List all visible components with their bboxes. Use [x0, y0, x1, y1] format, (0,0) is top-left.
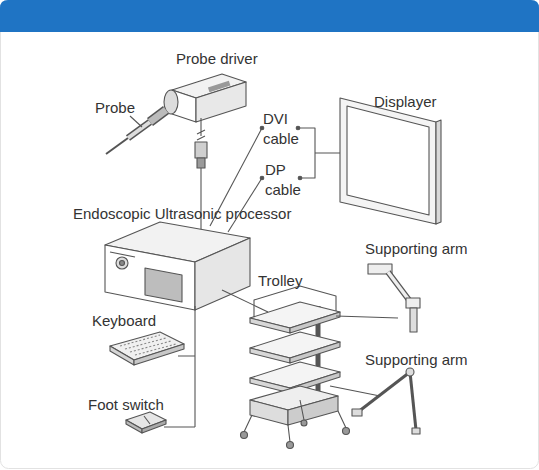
arm-rod — [358, 372, 410, 412]
part-label: Supporting arm — [365, 351, 468, 368]
wire-line — [164, 306, 195, 427]
part-label: Foot switch — [88, 396, 164, 413]
trolley-shelf — [250, 302, 340, 333]
part-label: Trolley — [258, 272, 302, 289]
cable-connector — [195, 142, 207, 158]
caster — [241, 432, 248, 439]
shelf-edge — [250, 348, 290, 363]
trolley-rail — [254, 286, 336, 317]
monitor-edge — [436, 120, 441, 224]
trolley-shelf — [250, 332, 340, 363]
shelf-edge — [250, 318, 290, 333]
part-label: Supporting arm — [365, 240, 468, 257]
processor-front — [105, 245, 195, 310]
monitor-frame — [340, 98, 436, 224]
driver-cable — [200, 168, 201, 232]
part-label: Endoscopic Ultrasonic processor — [73, 205, 291, 222]
keyboard-edge — [134, 344, 184, 365]
part-label: DP cable — [265, 160, 305, 200]
driver-badge — [208, 81, 230, 93]
trolley-drawer — [288, 396, 338, 425]
part-label: Keyboard — [92, 312, 156, 329]
part-label: Probe — [95, 99, 135, 116]
bracket-dot — [298, 176, 302, 180]
arm-rod — [410, 372, 416, 430]
processor-knob — [120, 261, 125, 266]
cable-bracket — [298, 128, 340, 178]
monitor-screen — [347, 106, 429, 215]
leader-line — [336, 316, 398, 318]
probe-hub — [150, 110, 166, 122]
arm-clamp — [410, 308, 417, 332]
shelf-edge — [290, 312, 340, 333]
caster — [343, 428, 350, 435]
foot-switch — [126, 420, 142, 433]
caster — [287, 442, 294, 449]
arm-joint — [406, 298, 420, 308]
cable-connector — [197, 158, 205, 168]
leader-line — [130, 116, 142, 127]
arm-clamp — [352, 409, 362, 416]
part-label: DVI cable — [263, 109, 303, 149]
foot-switch — [142, 420, 166, 433]
processor-screen — [145, 268, 182, 302]
shelf-edge — [290, 342, 340, 363]
probe-hub — [150, 110, 166, 122]
trolley-drawer — [250, 400, 288, 425]
foot-switch — [144, 416, 150, 424]
leader-line — [330, 386, 380, 396]
equipment-drawing — [105, 74, 441, 449]
part-label: Probe driver — [176, 50, 258, 67]
arm-clamp — [412, 428, 420, 434]
arm-joint — [406, 368, 414, 376]
driver-cable — [197, 118, 205, 140]
processor-knob — [116, 257, 128, 269]
header-band — [0, 0, 539, 32]
bracket-dot — [296, 126, 300, 130]
caster — [301, 420, 307, 426]
keyboard-edge — [110, 346, 134, 365]
keyboard-keys — [120, 335, 176, 355]
probe-tip — [106, 138, 128, 154]
processor-trim — [110, 252, 135, 257]
trolley-leg — [244, 400, 346, 442]
wire-line — [222, 290, 268, 312]
part-label: Displayer — [374, 93, 437, 110]
